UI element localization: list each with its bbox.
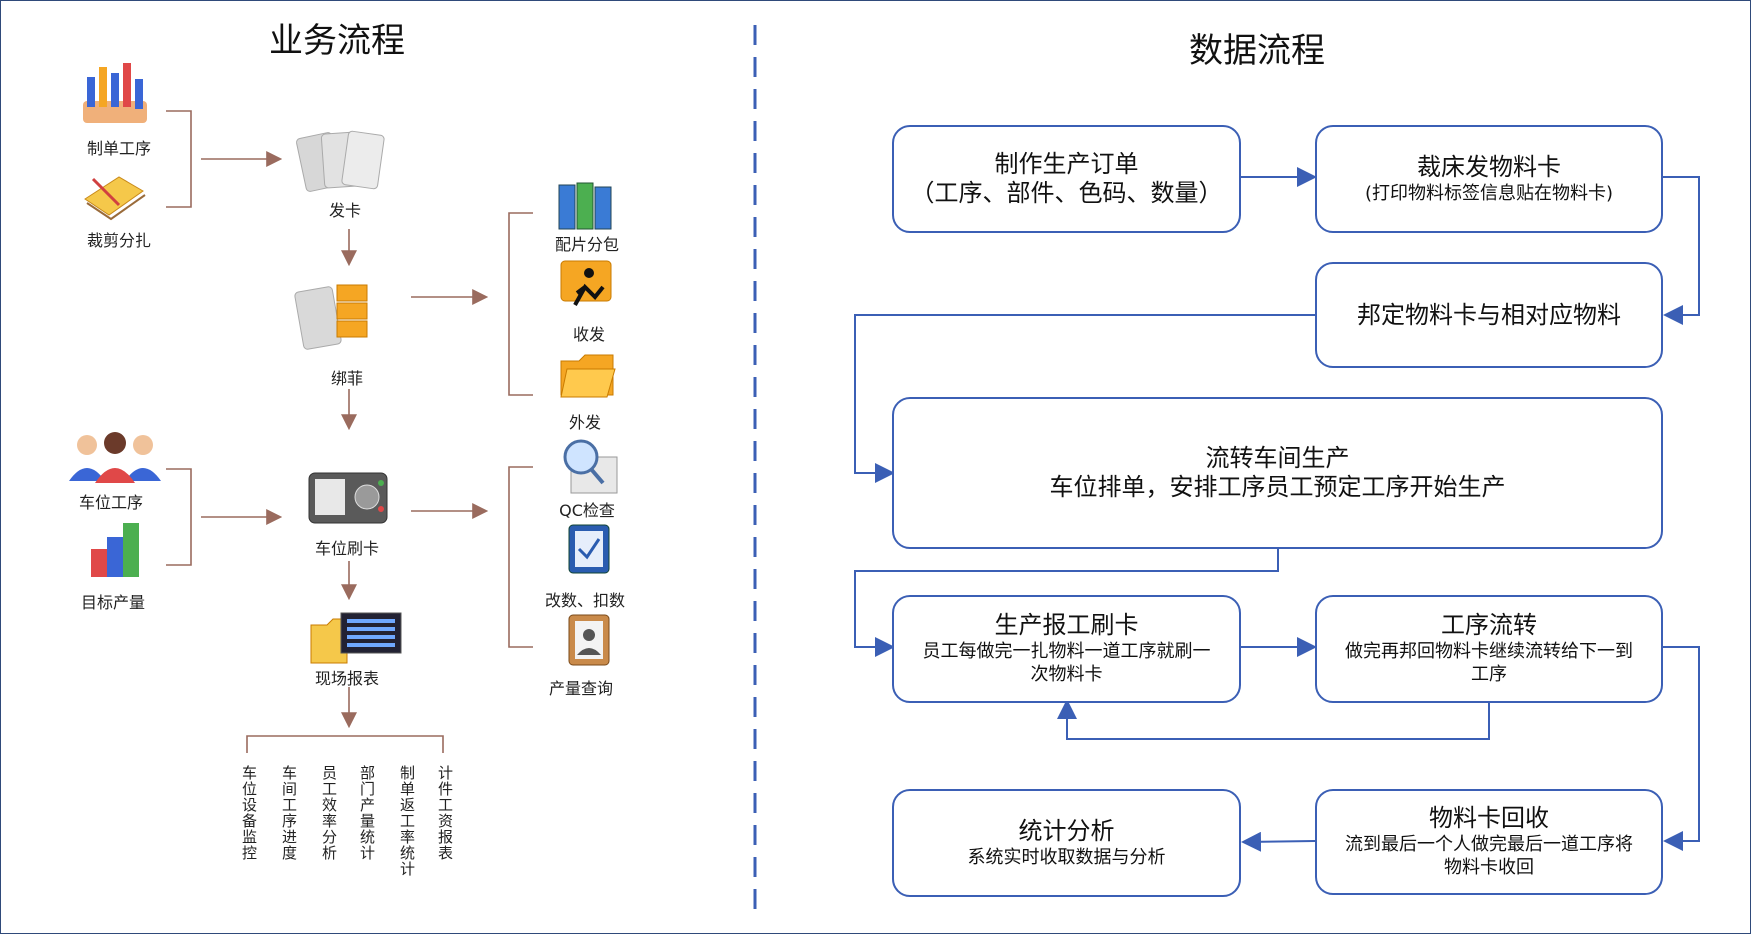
box-card-recycle: 物料卡回收 流到最后一个人做完最后一道工序将物料卡收回 bbox=[1315, 789, 1663, 895]
box-title: 统计分析 bbox=[1018, 816, 1115, 845]
branch-b-item-qc: QC检查 bbox=[559, 501, 615, 520]
step-station-swipe: 车位刷卡 bbox=[314, 539, 380, 558]
report-screen-icon bbox=[310, 612, 402, 664]
box-subtitle: 做完再邦回物料卡继续流转给下一到工序 bbox=[1345, 641, 1633, 686]
input-label-target-output: 目标产量 bbox=[80, 593, 146, 612]
input-label-cutting: 裁剪分扎 bbox=[86, 231, 152, 250]
report-item: 车间工序进度 bbox=[280, 765, 298, 861]
box-subtitle: 系统实时收取数据与分析 bbox=[967, 846, 1166, 868]
box-title: 生产报工刷卡 bbox=[994, 611, 1139, 640]
bar-chart-icon bbox=[83, 63, 147, 123]
box-subtitle: 流到最后一个人做完最后一道工序将物料卡收回 bbox=[1345, 834, 1633, 879]
card-reader-icon bbox=[308, 472, 388, 524]
data-flow-title: 数据流程 bbox=[1189, 31, 1325, 71]
box-subtitle: 车位排单，安排工序员工预定工序开始生产 bbox=[1049, 473, 1506, 501]
cards-icon bbox=[296, 130, 385, 192]
box-bind-card: 邦定物料卡与相对应物料 bbox=[1315, 262, 1663, 368]
input-label-order-process: 制单工序 bbox=[86, 139, 152, 158]
branch-a-item-send-receive: 收发 bbox=[572, 325, 606, 344]
report-item: 制单返工率统计 bbox=[398, 765, 416, 877]
report-item: 部门产量统计 bbox=[358, 765, 376, 861]
box-make-order: 制作生产订单 （工序、部件、色码、数量） bbox=[892, 125, 1241, 233]
step-bind: 绑菲 bbox=[330, 369, 364, 388]
box-issue-material-card: 裁床发物料卡 (打印物料标签信息贴在物料卡) bbox=[1315, 125, 1663, 233]
runner-icon bbox=[560, 260, 612, 306]
branch-a-item-pack: 配片分包 bbox=[554, 235, 620, 254]
branch-b-item-adjust: 改数、扣数 bbox=[544, 591, 626, 610]
box-title: 物料卡回收 bbox=[1429, 804, 1549, 833]
box-title: 工序流转 bbox=[1441, 611, 1537, 640]
input-label-station-process: 车位工序 bbox=[78, 493, 144, 512]
folder-icon bbox=[560, 354, 616, 398]
box-workshop-production: 流转车间生产 车位排单，安排工序员工预定工序开始生产 bbox=[892, 397, 1663, 549]
report-item: 员工效率分析 bbox=[320, 765, 338, 861]
box-statistics: 统计分析 系统实时收取数据与分析 bbox=[892, 789, 1241, 897]
box-subtitle: （工序、部件、色码、数量） bbox=[910, 179, 1223, 207]
box-title: 流转车间生产 bbox=[1205, 444, 1350, 473]
report-item: 计件工资报表 bbox=[436, 765, 454, 861]
step-issue-card: 发卡 bbox=[328, 201, 362, 220]
branch-a-item-outsource: 外发 bbox=[568, 413, 602, 432]
workers-icon bbox=[69, 432, 161, 483]
box-production-swipe: 生产报工刷卡 员工每做完一扎物料一道工序就刷一次物料卡 bbox=[892, 595, 1241, 703]
magnifier-icon bbox=[563, 439, 618, 494]
binders-icon bbox=[558, 182, 612, 230]
step-site-report: 现场报表 bbox=[314, 669, 380, 688]
branch-b-item-output-query: 产量查询 bbox=[548, 679, 614, 698]
box-title: 邦定物料卡与相对应物料 bbox=[1357, 300, 1621, 329]
box-process-flow: 工序流转 做完再邦回物料卡继续流转给下一到工序 bbox=[1315, 595, 1663, 703]
cutting-icon bbox=[84, 176, 146, 221]
box-subtitle: 员工每做完一扎物料一道工序就刷一次物料卡 bbox=[922, 641, 1211, 686]
report-item: 车位设备监控 bbox=[240, 765, 258, 861]
box-title: 制作生产订单 bbox=[994, 150, 1139, 179]
bind-card-icon bbox=[294, 284, 368, 350]
edit-check-icon bbox=[568, 524, 610, 574]
clipboard-user-icon bbox=[568, 614, 610, 666]
box-title: 裁床发物料卡 bbox=[1417, 152, 1561, 181]
box-subtitle: (打印物料标签信息贴在物料卡) bbox=[1364, 182, 1614, 204]
business-flow-title: 业务流程 bbox=[269, 21, 405, 61]
target-output-icon bbox=[91, 523, 139, 577]
